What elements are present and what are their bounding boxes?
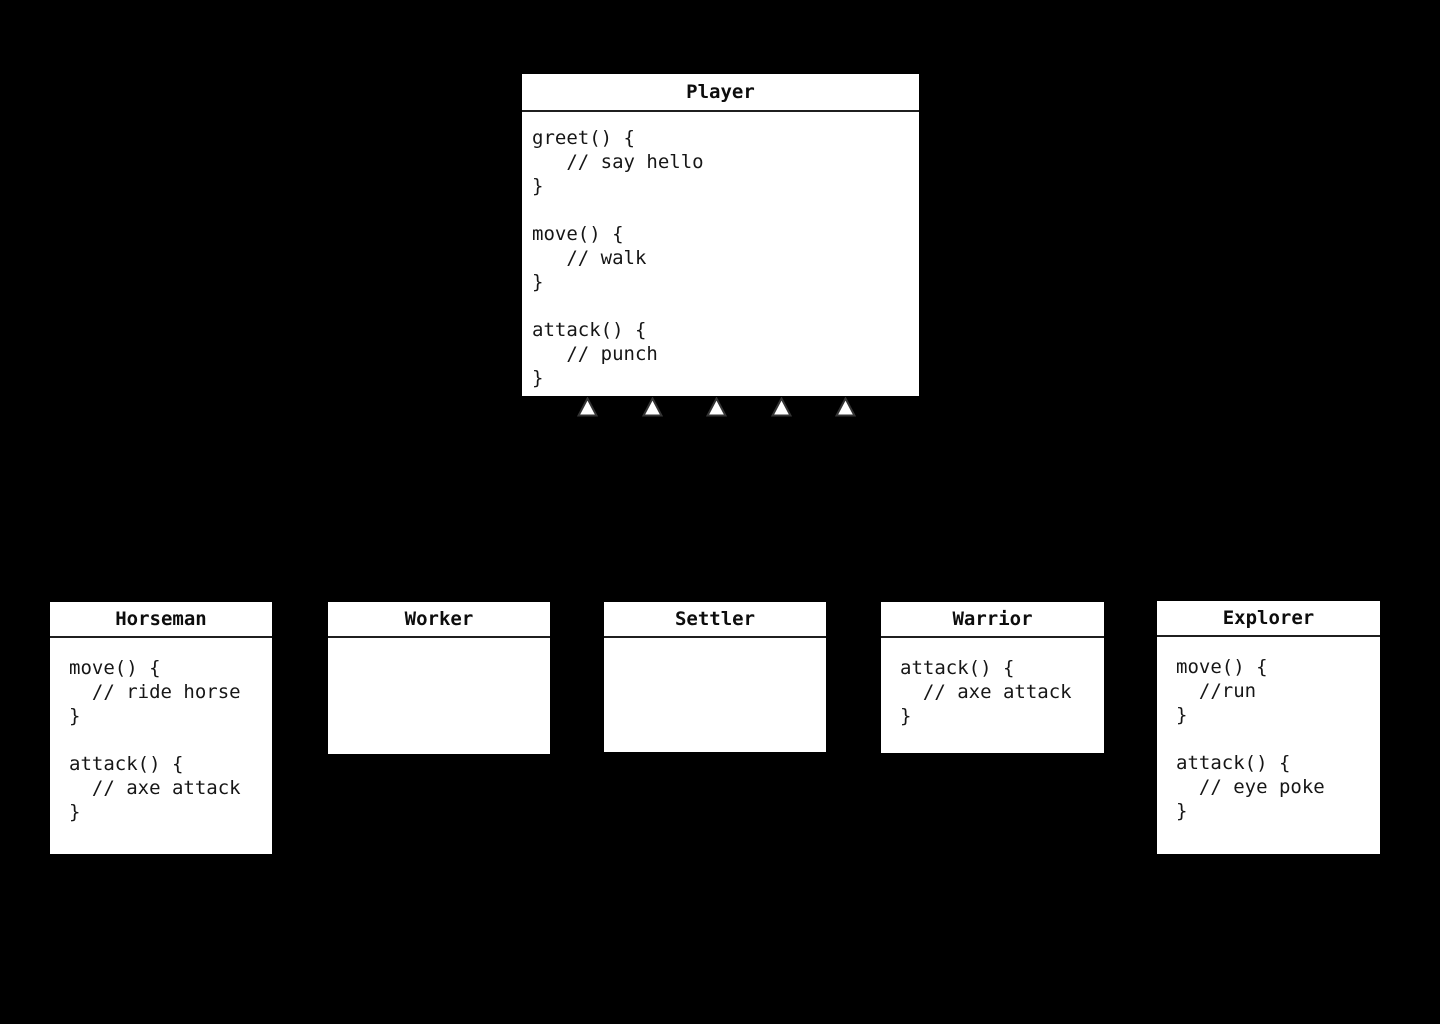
inheritance-arrow-icon [577,397,598,417]
class-code-warrior: attack() { // axe attack } [900,657,1072,727]
class-title-warrior: Warrior [881,602,1104,638]
inheritance-arrow-icon [706,397,727,417]
class-code-settler [604,638,826,656]
class-title-explorer: Explorer [1157,601,1380,637]
class-code-explorer: move() { //run } attack() { // eye poke … [1176,656,1325,822]
class-code-player: greet() { // say hello } move() { // wal… [532,127,704,389]
inheritance-arrow-icon [770,397,792,417]
class-title-player: Player [522,74,919,112]
class-box-player: Player greet() { // say hello } move() {… [522,74,919,396]
inheritance-arrow-icon [835,397,856,417]
class-title-settler: Settler [604,602,826,638]
class-title-horseman: Horseman [50,602,272,638]
inheritance-arrow-icon [641,397,663,417]
class-title-worker: Worker [328,602,550,638]
class-box-worker: Worker [328,602,550,754]
class-code-worker [328,638,550,656]
class-box-warrior: Warrior attack() { // axe attack } [881,602,1104,753]
class-code-horseman: move() { // ride horse } attack() { // a… [69,657,241,823]
inheritance-arrows [577,397,856,417]
class-box-settler: Settler [604,602,826,752]
class-box-horseman: Horseman move() { // ride horse } attack… [50,602,272,854]
class-box-explorer: Explorer move() { //run } attack() { // … [1157,601,1380,854]
